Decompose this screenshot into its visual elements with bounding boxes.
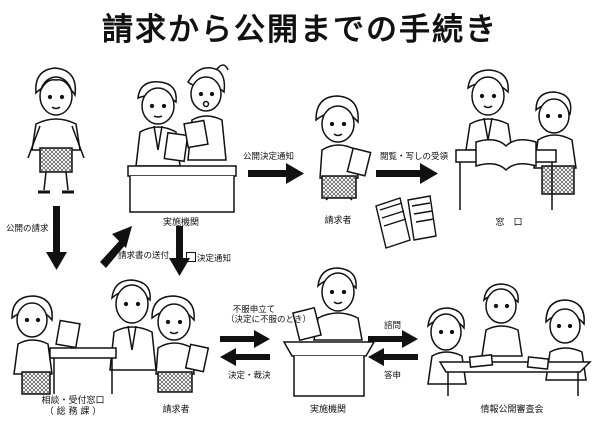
- caption-consultation-counter-line2: （ 総 務 課 ）: [44, 407, 102, 418]
- requester-top-figure: [315, 95, 372, 201]
- label-view-copy-receive: 閲覧・写しの受領: [380, 152, 449, 162]
- label-report: 答申: [384, 371, 402, 381]
- caption-requester-bottom: 請求者: [162, 405, 190, 415]
- arrow-right-notice: [248, 163, 304, 184]
- caption-agency-bottom: 実施機関: [309, 405, 346, 415]
- counter-figure: [455, 69, 577, 210]
- arrow-left-report: [368, 348, 418, 366]
- caption-counter: 窓 口: [495, 218, 523, 228]
- label-objection: 不服申立て （決定に不服のとき）: [226, 305, 312, 326]
- arrow-up-forward: [100, 226, 132, 268]
- arrows-layer: [46, 163, 438, 366]
- arrow-right-receive: [376, 163, 438, 184]
- label-decision-notice-text: 決定通知: [197, 254, 232, 264]
- review-board-figure: [427, 283, 592, 396]
- label-decision-notice: 決定通知: [186, 252, 231, 265]
- label-decision-ruling: 決定・裁決: [228, 371, 271, 381]
- arrow-right-consultation: [368, 330, 418, 348]
- caption-consultation-counter-line1: 相談・受付窓口: [41, 396, 105, 406]
- requester-woman-figure: [27, 67, 85, 194]
- agency-top-figure: [127, 64, 237, 213]
- caption-consultation-counter: 相談・受付窓口 （ 総 務 課 ）: [28, 396, 118, 419]
- label-disclosure-decision-notice: 公開決定通知: [243, 152, 295, 162]
- arrow-right-objection: [220, 330, 270, 348]
- caption-agency-top: 実施機関: [162, 218, 199, 228]
- consultation-counter-figure: [11, 279, 157, 395]
- caption-review-board: 情報公開審査会: [480, 405, 544, 415]
- label-consultation: 諮問: [384, 321, 402, 331]
- books-figure: [375, 195, 437, 249]
- label-disclosure-request: 公開の請求: [6, 224, 49, 234]
- label-forward-request: 請求書の送付: [118, 251, 170, 261]
- arrow-down-decision: [169, 226, 190, 276]
- arrow-down-request: [46, 206, 67, 270]
- requester-bottom-figure: [151, 295, 210, 393]
- label-objection-line2: （決定に不服のとき）: [226, 314, 312, 325]
- label-objection-line1: 不服申立て: [232, 305, 276, 315]
- agency-bottom-figure: [282, 267, 376, 397]
- diagram-title: 請求から公開までの手続き: [102, 12, 498, 48]
- caption-requester-top: 請求者: [324, 216, 352, 226]
- arrow-left-ruling: [220, 348, 270, 366]
